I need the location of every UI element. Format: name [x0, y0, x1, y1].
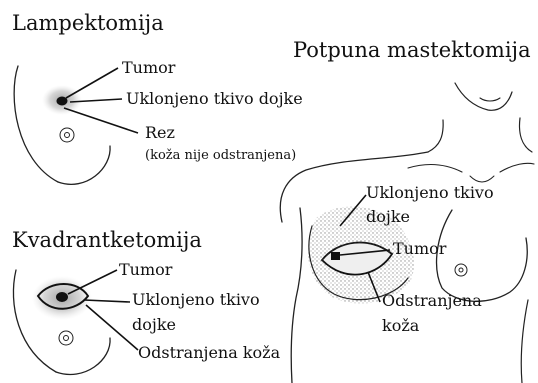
total-mastectomy-panel: Potpuna mastektomija	[280, 38, 534, 383]
label-removed-tissue-line2: dojke	[132, 315, 176, 334]
pointer-removed-skin	[86, 305, 138, 350]
lumpectomy-title: Lampektomija	[12, 11, 164, 35]
areola-icon	[60, 128, 74, 142]
quadrantectomy-panel: Kvadrantketomija Tumor Uklonjeno tkivo d…	[12, 228, 281, 374]
lumpectomy-breast-drawing	[14, 66, 110, 184]
label-tumor: Tumor	[393, 239, 447, 258]
quadrantectomy-title: Kvadrantketomija	[12, 228, 202, 252]
quadrantectomy-breast-drawing	[13, 270, 110, 374]
label-removed-skin-line1: Odstranjena	[382, 291, 482, 310]
label-tumor: Tumor	[122, 58, 176, 77]
nipple-icon	[64, 336, 69, 341]
label-removed-skin: Odstranjena koža	[138, 343, 281, 362]
lumpectomy-panel: Lampektomija Tumor Uklonjeno tkivo dojke…	[12, 11, 303, 184]
label-incision: Rez	[145, 123, 175, 142]
label-removed-tissue: Uklonjeno tkivo dojke	[126, 89, 303, 108]
torso-drawing	[280, 83, 534, 383]
label-removed-tissue-line1: Uklonjeno tkivo	[366, 183, 494, 202]
label-removed-skin-line2: koža	[382, 316, 420, 335]
pointer-incision	[64, 108, 138, 133]
tumor-mark	[57, 97, 68, 106]
label-removed-tissue-line2: dojke	[366, 207, 410, 226]
right-areola-icon	[455, 264, 467, 276]
pointer-tumor	[66, 68, 118, 98]
label-incision-note: (koža nije odstranjena)	[145, 148, 296, 163]
tumor-mark	[331, 252, 340, 260]
nipple-icon	[65, 133, 70, 138]
mastectomy-title: Potpuna mastektomija	[293, 38, 531, 62]
tumor-mark	[56, 292, 68, 302]
label-tumor: Tumor	[119, 260, 173, 279]
right-nipple-icon	[459, 268, 463, 272]
label-removed-tissue-line1: Uklonjeno tkivo	[132, 290, 260, 309]
areola-icon	[59, 331, 73, 345]
